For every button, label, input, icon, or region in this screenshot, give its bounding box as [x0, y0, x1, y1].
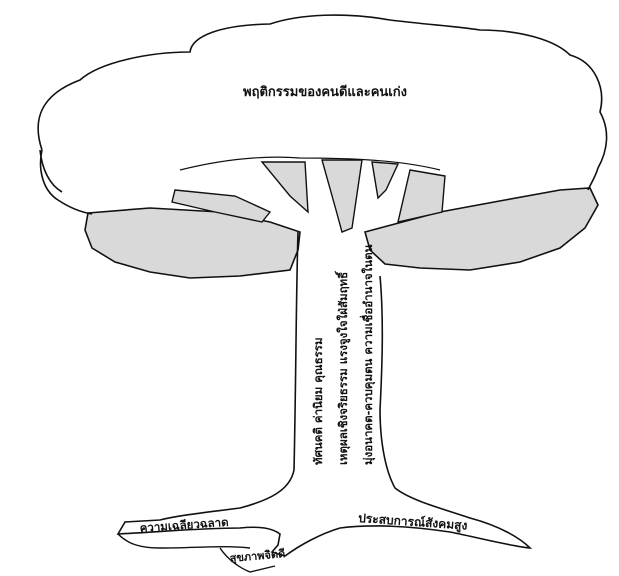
trunk-label-2: เหตุผลเชิงจริยธรรม แรงจูงใจใฝ่สัมฤทธิ์	[334, 270, 351, 465]
root-label-right: ประสบการณ์สังคมสูง	[358, 511, 468, 534]
tree-crown	[38, 15, 606, 214]
trunk-label-3: มุ่งอนาคต-ควบคุมตน ความเชื่ออำนาจในตน	[359, 244, 376, 465]
branch-gap-3	[322, 160, 362, 232]
root-label-left-lower: สุขภาพจิตดี	[229, 547, 286, 566]
branch-gap-4	[372, 162, 398, 198]
crown-shade-left	[85, 208, 300, 278]
root-left	[118, 534, 250, 548]
crown-label: พฤติกรรมของคนดีและคนเก่ง	[243, 84, 407, 100]
crown-inner-edge	[180, 157, 440, 170]
branch-gap-2	[262, 162, 308, 212]
trunk-label-1: ทัศนคติ ค่านิยม คุณธรรม	[311, 337, 326, 465]
root-label-left-upper: ความเฉลียวฉลาด	[139, 515, 229, 535]
crown-shade-right	[365, 188, 598, 270]
